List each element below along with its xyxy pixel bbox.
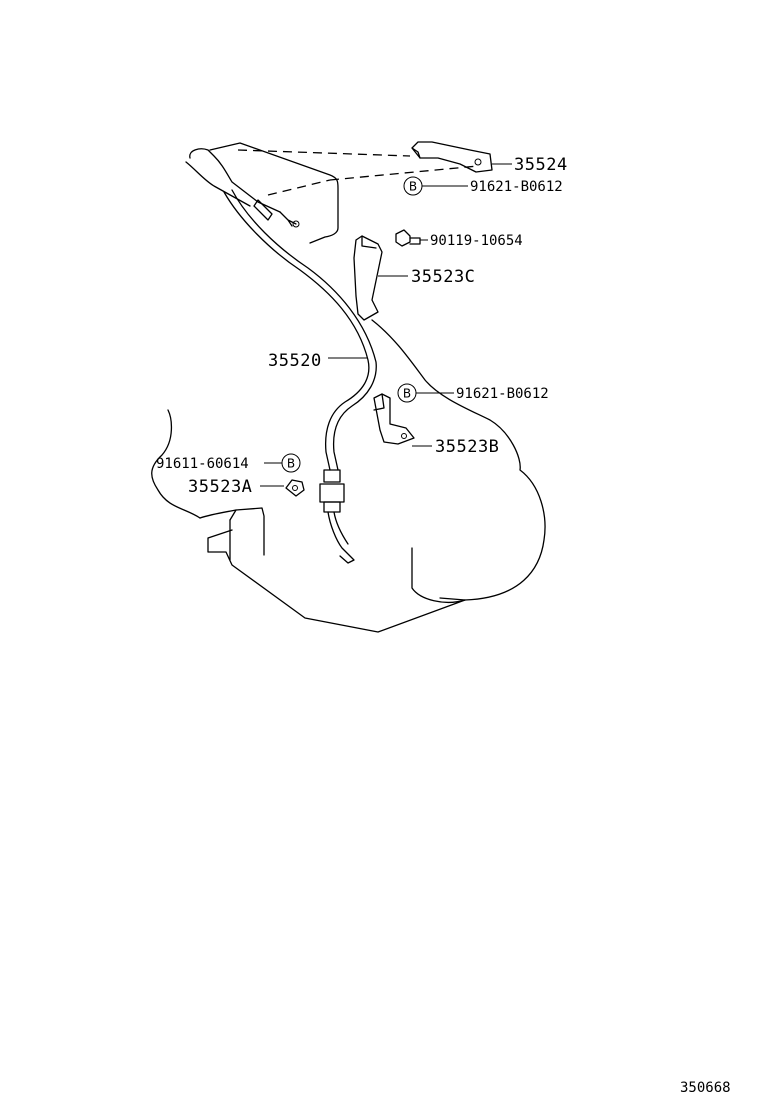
nut-35523A — [285, 479, 305, 497]
label-91611: 91611-60614 — [156, 456, 249, 472]
control-cable-35520 — [185, 148, 377, 564]
bolt-marker-left: B — [281, 453, 301, 473]
bracket-35523C — [353, 235, 383, 321]
bolt-marker-mid: B — [397, 383, 417, 403]
bolt-90119 — [395, 229, 421, 247]
bracket-35524 — [411, 141, 493, 173]
bracket-35523B — [373, 393, 415, 445]
svg-text:B: B — [403, 387, 411, 401]
label-35523C: 35523C — [411, 267, 475, 287]
bolt-marker-top: B — [403, 176, 423, 196]
svg-text:B: B — [409, 180, 417, 194]
svg-text:B: B — [287, 457, 295, 471]
figure-code: 350668 — [680, 1080, 731, 1096]
label-35523B: 35523B — [435, 437, 499, 457]
selector-housing — [209, 142, 479, 244]
label-90119: 90119-10654 — [430, 233, 523, 249]
label-91621-mid: 91621-B0612 — [456, 386, 549, 402]
transmission-housing — [151, 319, 546, 633]
label-35523A: 35523A — [188, 477, 252, 497]
leader-lines — [260, 163, 512, 487]
label-91621-top: 91621-B0612 — [470, 179, 563, 195]
label-35520: 35520 — [268, 351, 322, 371]
label-35524: 35524 — [514, 155, 568, 175]
